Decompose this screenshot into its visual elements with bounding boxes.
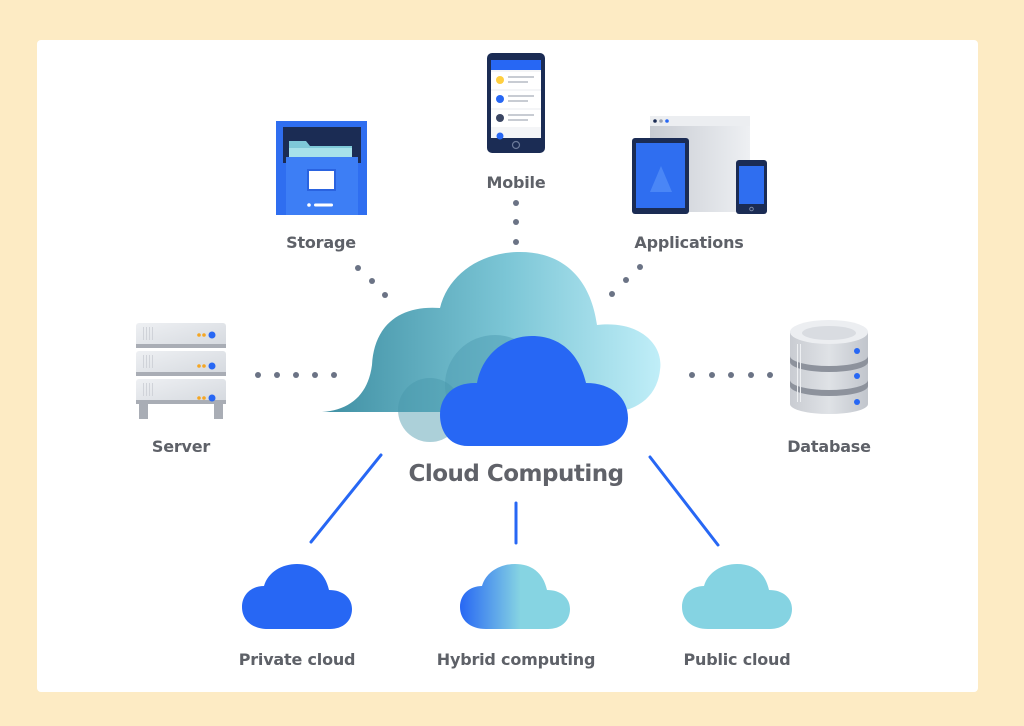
dotted-connector-applications xyxy=(609,264,643,297)
dotted-connector-storage xyxy=(355,265,388,298)
server-rack-icon xyxy=(136,323,226,419)
smartphone-icon xyxy=(487,53,545,153)
public-cloud-label: Public cloud xyxy=(683,650,791,669)
solid-connector-public xyxy=(648,455,720,547)
private-cloud-icon xyxy=(242,564,352,629)
database-icon xyxy=(790,320,868,414)
storage-label: Storage xyxy=(286,233,356,252)
applications-label: Applications xyxy=(634,233,744,252)
dotted-connector-mobile xyxy=(513,200,519,245)
database-label: Database xyxy=(787,437,871,456)
private-cloud-label: Private cloud xyxy=(238,650,356,669)
dotted-connector-database xyxy=(689,372,773,378)
server-label: Server xyxy=(151,437,211,456)
hybrid-computing-label: Hybrid computing xyxy=(436,650,596,669)
storage-icon xyxy=(276,121,367,215)
central-cloud-icon xyxy=(440,336,628,446)
mobile-label: Mobile xyxy=(486,173,546,192)
hybrid-cloud-icon xyxy=(460,564,570,629)
solid-connector-private xyxy=(309,453,383,544)
dotted-connector-server xyxy=(255,372,337,378)
public-cloud-icon xyxy=(682,564,792,629)
center-title: Cloud Computing xyxy=(408,461,624,487)
devices-icon xyxy=(632,116,767,214)
